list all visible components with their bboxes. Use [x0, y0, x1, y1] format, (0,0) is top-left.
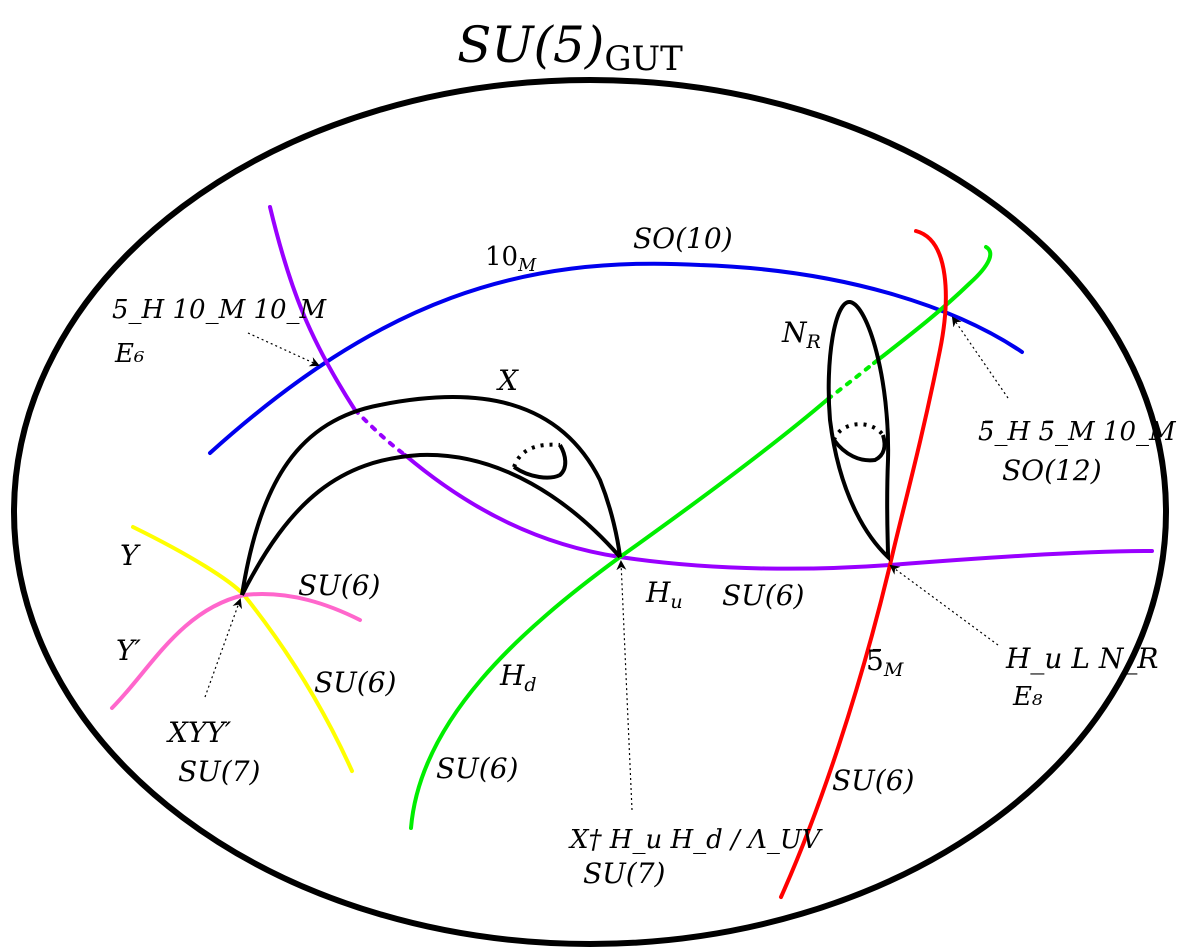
x-loop-inner — [240, 452, 622, 596]
label-nr: NR — [781, 316, 821, 353]
green-curve-hd-upper — [872, 245, 993, 365]
arrow-e6 — [247, 332, 320, 367]
arrow-so12 — [951, 316, 1009, 399]
nr-loop-cross-section-solid — [832, 434, 887, 463]
purple-curve-upper — [268, 205, 357, 412]
purple-curve-lower — [403, 453, 1154, 571]
green-curve-hd-dotted — [826, 361, 876, 401]
label-pink-su6: SU(6) — [298, 569, 380, 602]
outer-ellipse — [11, 77, 1169, 947]
label-x: X — [496, 364, 519, 397]
diagram-title: SU(5)GUT — [457, 16, 683, 79]
label-yellow-su6: SU(6) — [314, 666, 396, 699]
label-su7-x-group: SU(7) — [583, 857, 665, 890]
label-su7-x-term: X† H_u H_d / Λ_UV — [568, 825, 823, 855]
label-hd: Hd — [499, 659, 537, 696]
nr-loop — [826, 300, 891, 562]
label-e8-group: E₈ — [1012, 682, 1043, 712]
arrow-su7-x — [616, 560, 633, 811]
nr-loop-cross-section-dotted — [832, 422, 885, 441]
label-e6-group: E₆ — [114, 339, 144, 369]
label-green-su6: SU(6) — [436, 752, 518, 785]
label-10m: 10M — [485, 242, 537, 276]
label-so10: SO(10) — [633, 222, 733, 255]
label-so12-group: SO(12) — [1002, 454, 1102, 487]
x-loop-cross-section-dotted — [512, 442, 561, 468]
label-purple-su6: SU(6) — [722, 579, 804, 612]
label-e8-term: H_u L N_R — [1005, 642, 1158, 675]
title-sub: GUT — [604, 39, 683, 79]
label-hu: Hu — [645, 576, 683, 613]
label-yprime: Y′ — [116, 634, 141, 667]
label-y: Y — [120, 539, 141, 572]
label-5m: 5̄M — [866, 644, 904, 681]
purple-curve-dotted — [353, 408, 407, 457]
blue-curve-10m — [208, 261, 1024, 455]
green-curve-hd-lower — [409, 397, 830, 830]
x-loop-cross-section-solid — [512, 443, 568, 480]
label-e6-term: 5_H 10_M 10_M — [112, 295, 328, 325]
red-curve-5m — [779, 229, 948, 899]
arrow-e8 — [889, 564, 999, 646]
label-su7-xyy-group: SU(7) — [178, 755, 260, 788]
label-so12-term: 5̄_H 5̄_M 10_M — [978, 417, 1177, 447]
arrow-su7-xyy — [204, 598, 242, 698]
x-loop-outer — [240, 395, 622, 596]
title-main: SU(5) — [457, 16, 604, 74]
label-red-su6: SU(6) — [832, 764, 914, 797]
yellow-curve-y — [131, 525, 354, 773]
label-su7-xyy-term: XYY′ — [166, 716, 232, 749]
